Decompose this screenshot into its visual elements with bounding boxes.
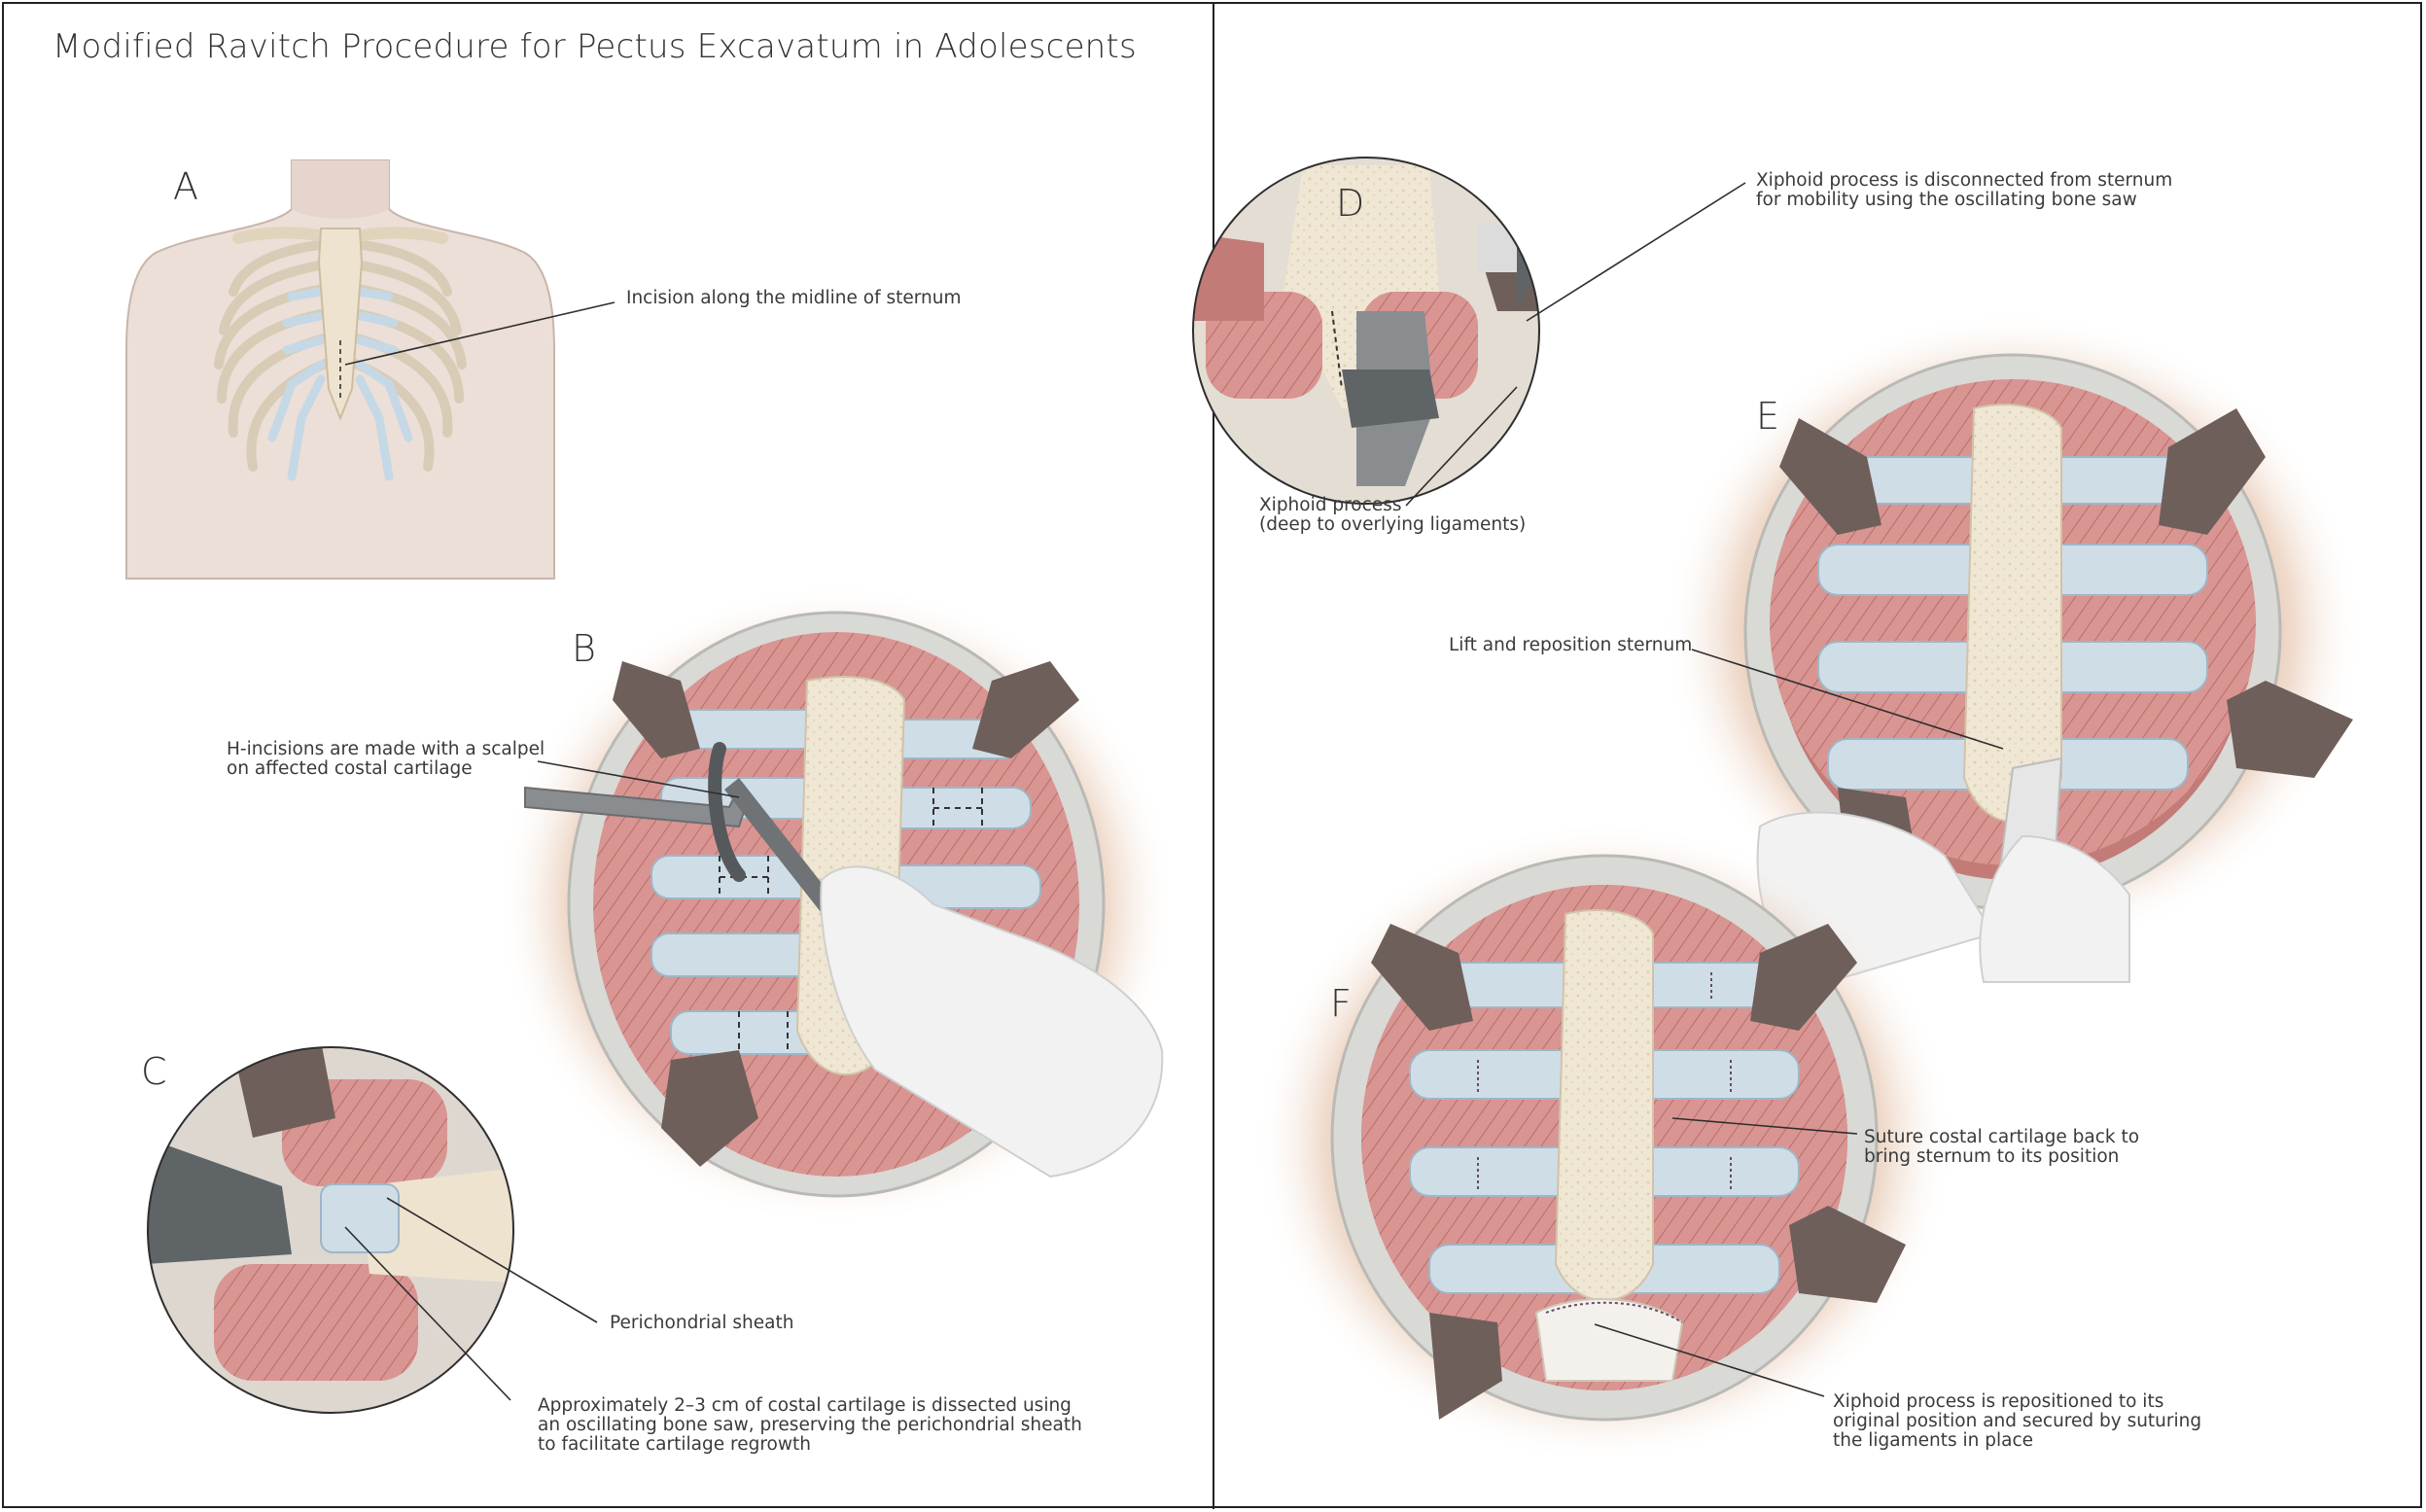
caption-f2-line3: the ligaments in place [1833,1430,2034,1451]
detail-circle-c [147,1046,514,1414]
caption-b: H-incisions are made with a scalpel on a… [227,740,545,779]
leader-lines [344,182,2004,1401]
caption-e: Lift and reposition sternum [1449,636,1692,655]
torso-illustration [125,159,555,580]
caption-c-line1: Approximately 2–3 cm of costal cartilage… [538,1395,1072,1416]
caption-f-xiphoid: Xiphoid process is repositioned to its o… [1833,1392,2201,1451]
panel-letter-f: F [1330,982,1352,1025]
caption-a-text: Incision along the midline of sternum [626,288,962,308]
caption-e-text: Lift and reposition sternum [1449,635,1693,655]
panel-letter-d: D [1336,182,1365,225]
panel-letter-e: E [1756,395,1780,438]
surgical-field-e [1663,311,2363,984]
caption-f-suture: Suture costal cartilage back to bring st… [1864,1128,2139,1167]
caption-d-line2: for mobility using the oscillating bone … [1756,190,2137,210]
panel-divider [1213,2,1214,1509]
caption-b-line2: on affected costal cartilage [227,758,473,779]
caption-c: Approximately 2–3 cm of costal cartilage… [538,1396,1082,1455]
surgical-field-f [1254,822,1954,1463]
panel-letter-c: C [141,1050,167,1093]
caption-f1-line1: Suture costal cartilage back to [1864,1127,2140,1147]
caption-d: Xiphoid process is disconnected from ste… [1756,171,2172,210]
caption-a: Incision along the midline of sternum [626,289,962,308]
caption-b-line1: H-incisions are made with a scalpel [227,739,545,759]
label-d-line1: Xiphoid process [1259,495,1402,515]
label-perichondrial-sheath: Perichondrial sheath [610,1314,793,1333]
caption-c-line2: an oscillating bone saw, preserving the … [538,1415,1082,1435]
page-title: Modified Ravitch Procedure for Pectus Ex… [53,27,1137,66]
caption-f2-line2: original position and secured by suturin… [1833,1411,2202,1431]
panel-letter-a: A [173,165,198,208]
caption-f1-line2: bring sternum to its position [1864,1146,2120,1167]
detail-circle-d [1192,157,1540,505]
panel-letter-b: B [572,627,596,670]
label-c-text: Perichondrial sheath [610,1313,794,1333]
caption-f2-line1: Xiphoid process is repositioned to its [1833,1391,2164,1412]
label-xiphoid-process: Xiphoid process (deep to overlying ligam… [1259,496,1526,535]
label-d-line2: (deep to overlying ligaments) [1259,514,1527,535]
caption-d-line1: Xiphoid process is disconnected from ste… [1756,170,2173,191]
surgical-field-b [496,583,1177,1225]
caption-c-line3: to facilitate cartilage regrowth [538,1434,811,1455]
